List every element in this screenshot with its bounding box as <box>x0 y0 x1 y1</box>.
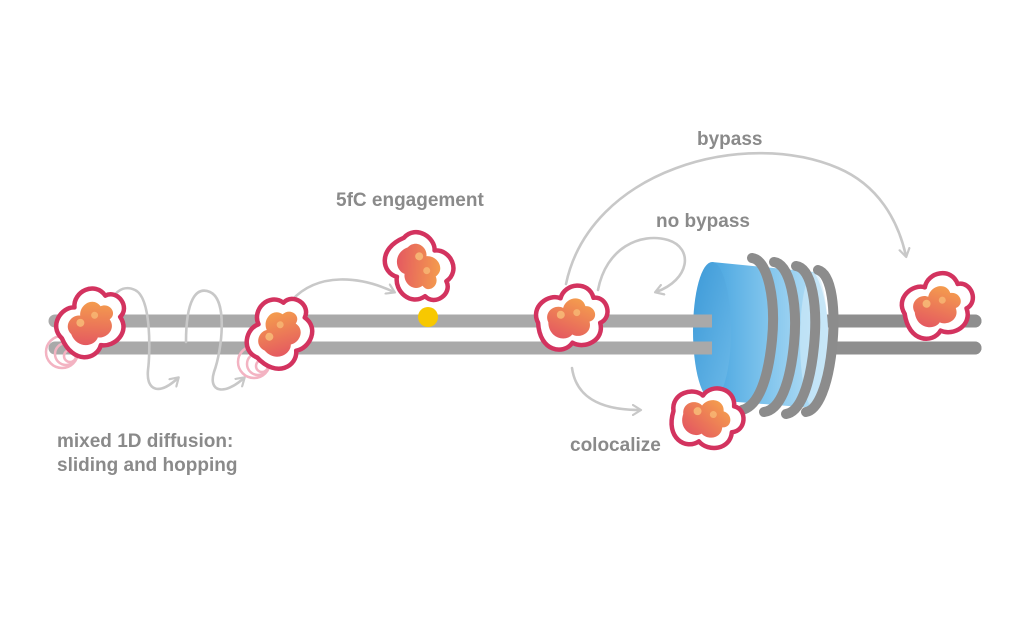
protein-icon <box>235 285 325 378</box>
engagement-label: 5fC engagement <box>336 190 484 211</box>
5fc-marker-icon <box>418 307 438 327</box>
nucleosome-icon <box>690 253 839 419</box>
colocalize-arrow <box>570 366 640 410</box>
bypass-label: bypass <box>697 129 763 150</box>
protein-icon <box>895 265 983 346</box>
colocalize-label: colocalize <box>570 435 661 456</box>
diffusion-label-line2: sliding and hopping <box>57 455 238 476</box>
bypass-arrow <box>564 151 906 286</box>
protein-icon <box>376 222 466 315</box>
no-bypass-arrow <box>596 236 687 292</box>
engagement-arrow <box>290 278 394 302</box>
no-bypass-label: no bypass <box>656 211 750 232</box>
diffusion-label: mixed 1D diffusion: <box>57 431 234 452</box>
